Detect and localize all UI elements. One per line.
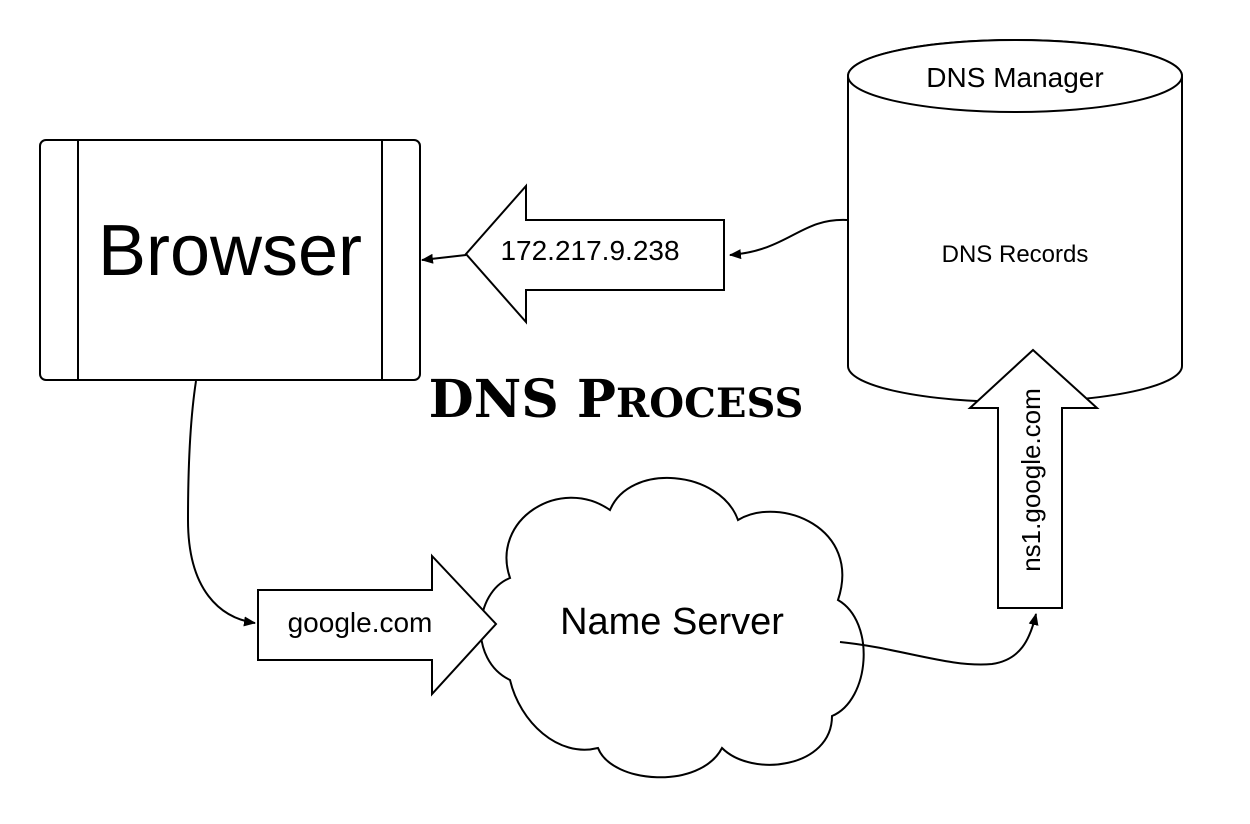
lookup-arrow-label: ns1.google.com [1016,388,1046,572]
name-server-node: Name Server [479,477,865,779]
lookup-arrow: ns1.google.com [967,348,1100,609]
dns-records-label: DNS Records [942,241,1089,268]
name-server-label: Name Server [560,601,784,643]
connector-response-to-browser [421,253,467,264]
response-arrow: 172.217.9.238 [464,183,725,325]
request-arrow-label: google.com [288,607,433,638]
diagram-title-main: DNS P [429,369,616,430]
dns-manager-node: DNS Manager DNS Records [847,39,1183,403]
diagram-title: DNS PROCESS [429,369,804,430]
connector-nameserver-to-lookup [839,613,1039,666]
connector-browser-to-request [186,380,256,627]
diagram-title-small: ROCESS [616,380,803,427]
response-arrow-label: 172.217.9.238 [500,235,679,266]
browser-node: Browser [39,139,421,381]
browser-label: Browser [98,211,362,291]
dns-manager-label: DNS Manager [926,62,1103,93]
connector-manager-to-response [729,218,848,260]
request-arrow: google.com [257,553,498,697]
